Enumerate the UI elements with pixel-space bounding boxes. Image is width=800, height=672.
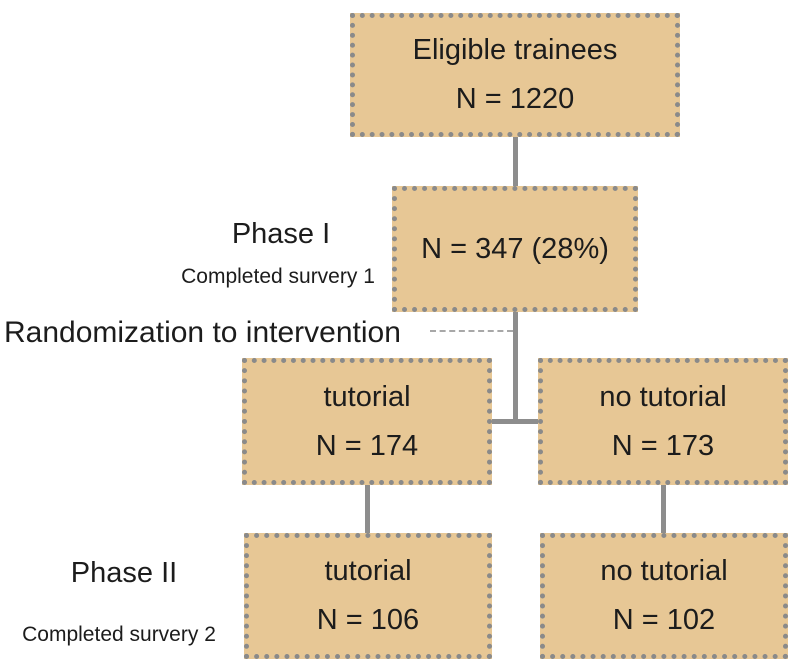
randomization-pointer-line — [430, 330, 513, 332]
box-tutorial-phase2: tutorial N = 106 — [244, 533, 492, 659]
box-tutorial-phase2-line2: N = 106 — [316, 604, 420, 636]
box-no-tutorial-phase1-line1: no tutorial — [599, 380, 727, 413]
phase1-title-label: Phase I — [231, 218, 331, 250]
box-tutorial-phase1: tutorial N = 174 — [242, 358, 492, 485]
box-no-tutorial-phase2-line1: no tutorial — [600, 555, 728, 587]
connector-split-horizontal — [490, 419, 540, 424]
connector-phase1-to-split — [513, 311, 518, 424]
box-phase1-completed: N = 347 (28%) — [392, 186, 638, 312]
randomization-label: Randomization to intervention — [4, 316, 401, 349]
connector-tutorial-to-phase2 — [365, 484, 370, 534]
phase1-subtitle-label: Completed survery 1 — [181, 265, 375, 288]
box-eligible-line2: N = 1220 — [455, 83, 575, 115]
connector-no-tutorial-to-phase2 — [661, 484, 666, 534]
box-no-tutorial-phase2-line2: N = 102 — [612, 604, 716, 636]
box-tutorial-phase2-line1: tutorial — [324, 555, 412, 587]
box-eligible-trainees: Eligible trainees N = 1220 — [350, 13, 680, 137]
box-eligible-line1: Eligible trainees — [412, 34, 618, 66]
box-no-tutorial-phase2: no tutorial N = 102 — [540, 533, 788, 659]
phase2-title-label: Phase II — [70, 557, 178, 589]
box-no-tutorial-phase1: no tutorial N = 173 — [538, 358, 788, 485]
connector-eligible-to-phase1 — [513, 136, 518, 187]
box-tutorial-phase1-line2: N = 174 — [315, 429, 419, 462]
box-phase1-line1: N = 347 (28%) — [421, 232, 609, 265]
box-tutorial-phase1-line1: tutorial — [323, 380, 411, 413]
box-no-tutorial-phase1-line2: N = 173 — [611, 429, 715, 462]
phase2-subtitle-label: Completed survery 2 — [22, 623, 216, 646]
